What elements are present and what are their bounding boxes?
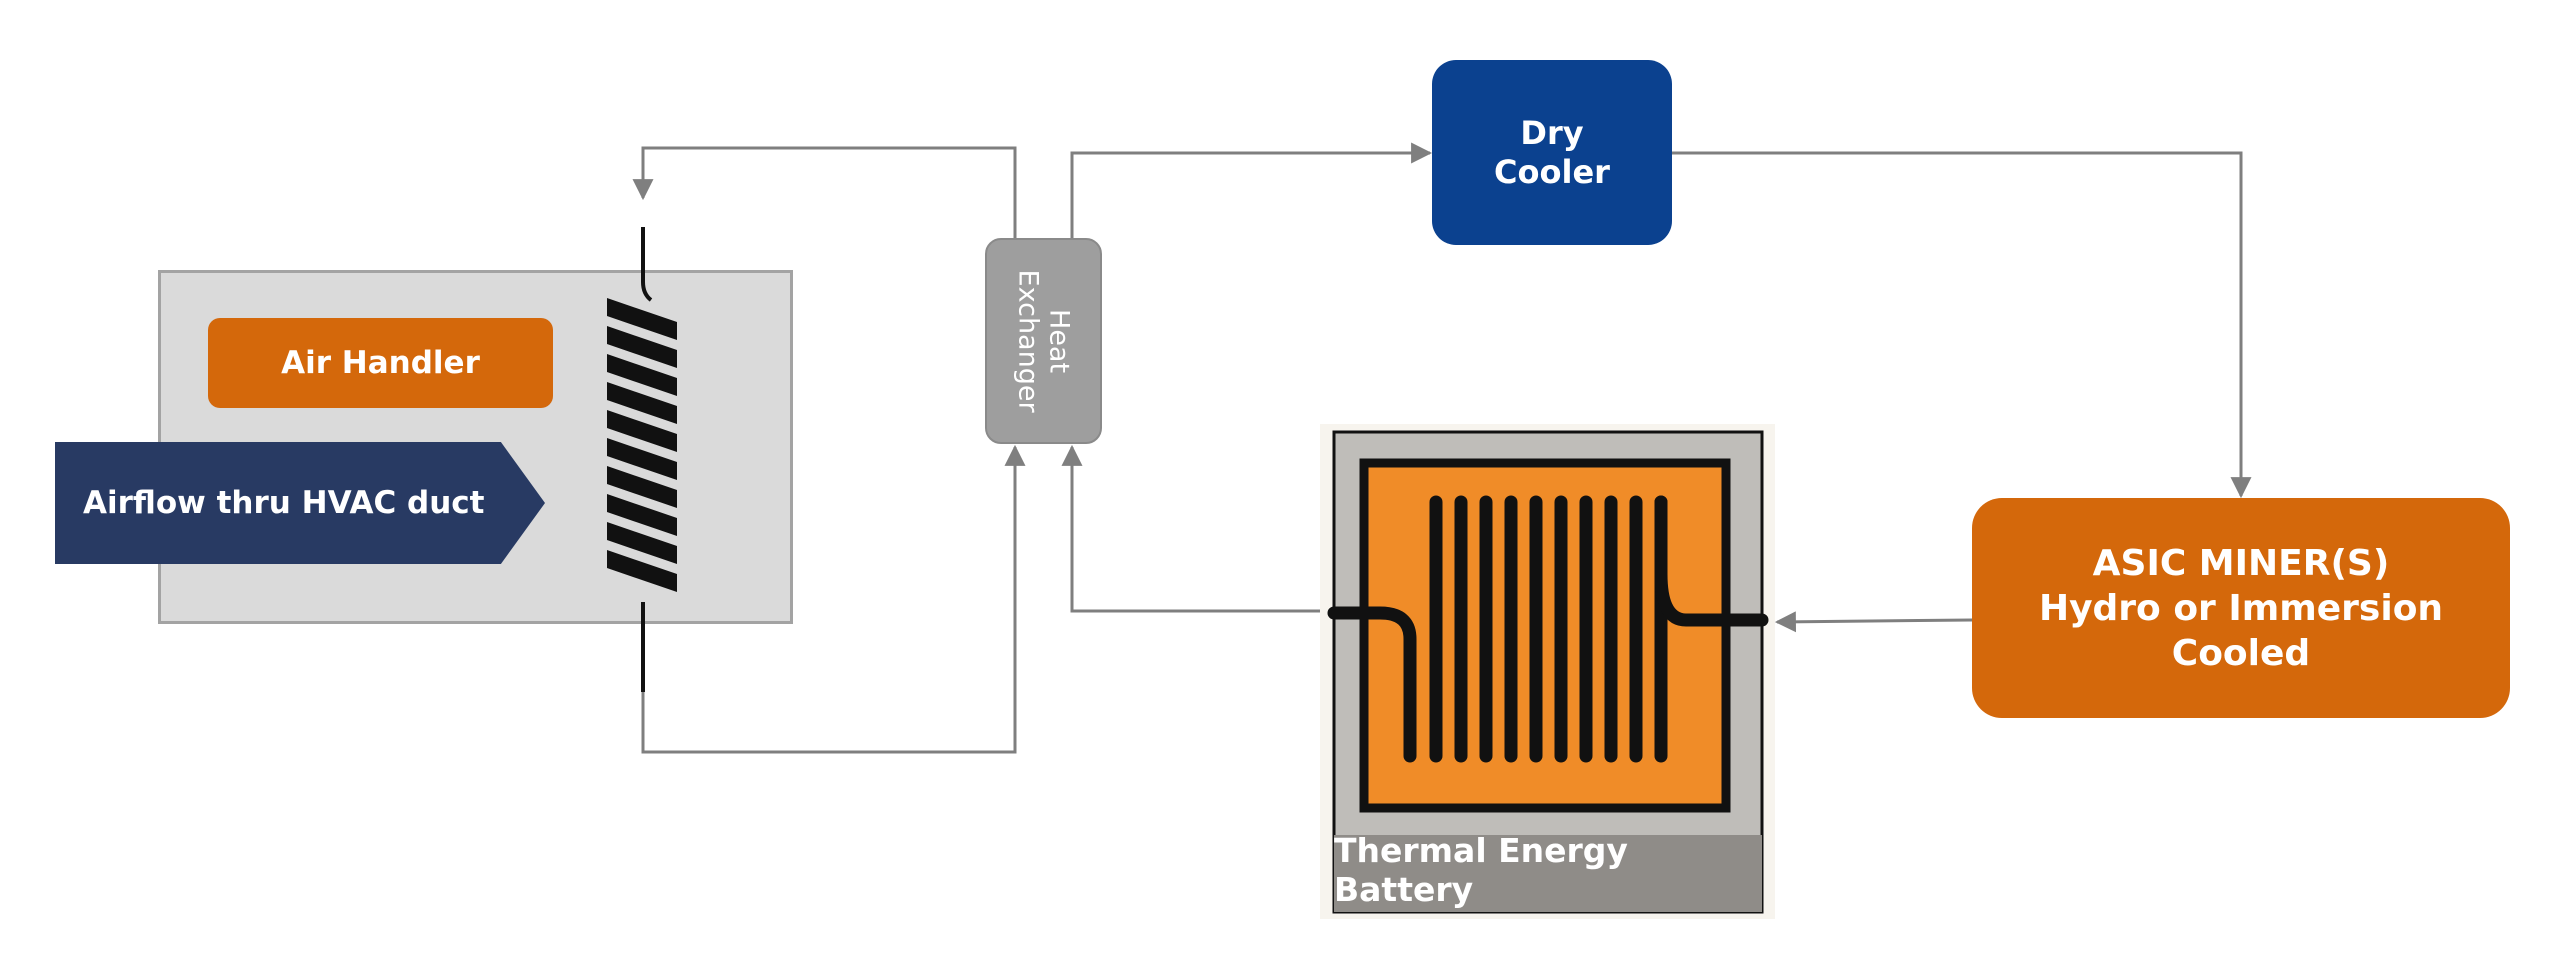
connector-battery-to-hx: [1061, 444, 1323, 613]
cooling-coil-icon: [607, 227, 677, 692]
airflow-arrow: Airflow thru HVAC duct: [55, 442, 545, 564]
connector-drycooler-to-asic: [1672, 151, 2252, 499]
connector-asic-to-battery: [1774, 611, 1973, 633]
connector-coil-to-hx: [641, 444, 1026, 754]
connector-hx-to-drycooler: [1070, 142, 1433, 238]
heat-exchanger-box: Heat Exchanger: [985, 238, 1102, 444]
heat-exchanger-label: Heat Exchanger: [1012, 269, 1075, 413]
air-handler-box: Air Handler: [208, 318, 553, 408]
asic-miner-box: ASIC MINER(S) Hydro or Immersion Cooled: [1972, 498, 2510, 718]
thermal-battery-label: Thermal Energy Battery: [1334, 831, 1628, 909]
connector-hx-to-coil: [632, 146, 1017, 238]
thermal-battery-icon: [1327, 430, 1769, 914]
dry-cooler-box: Dry Cooler: [1432, 60, 1672, 245]
